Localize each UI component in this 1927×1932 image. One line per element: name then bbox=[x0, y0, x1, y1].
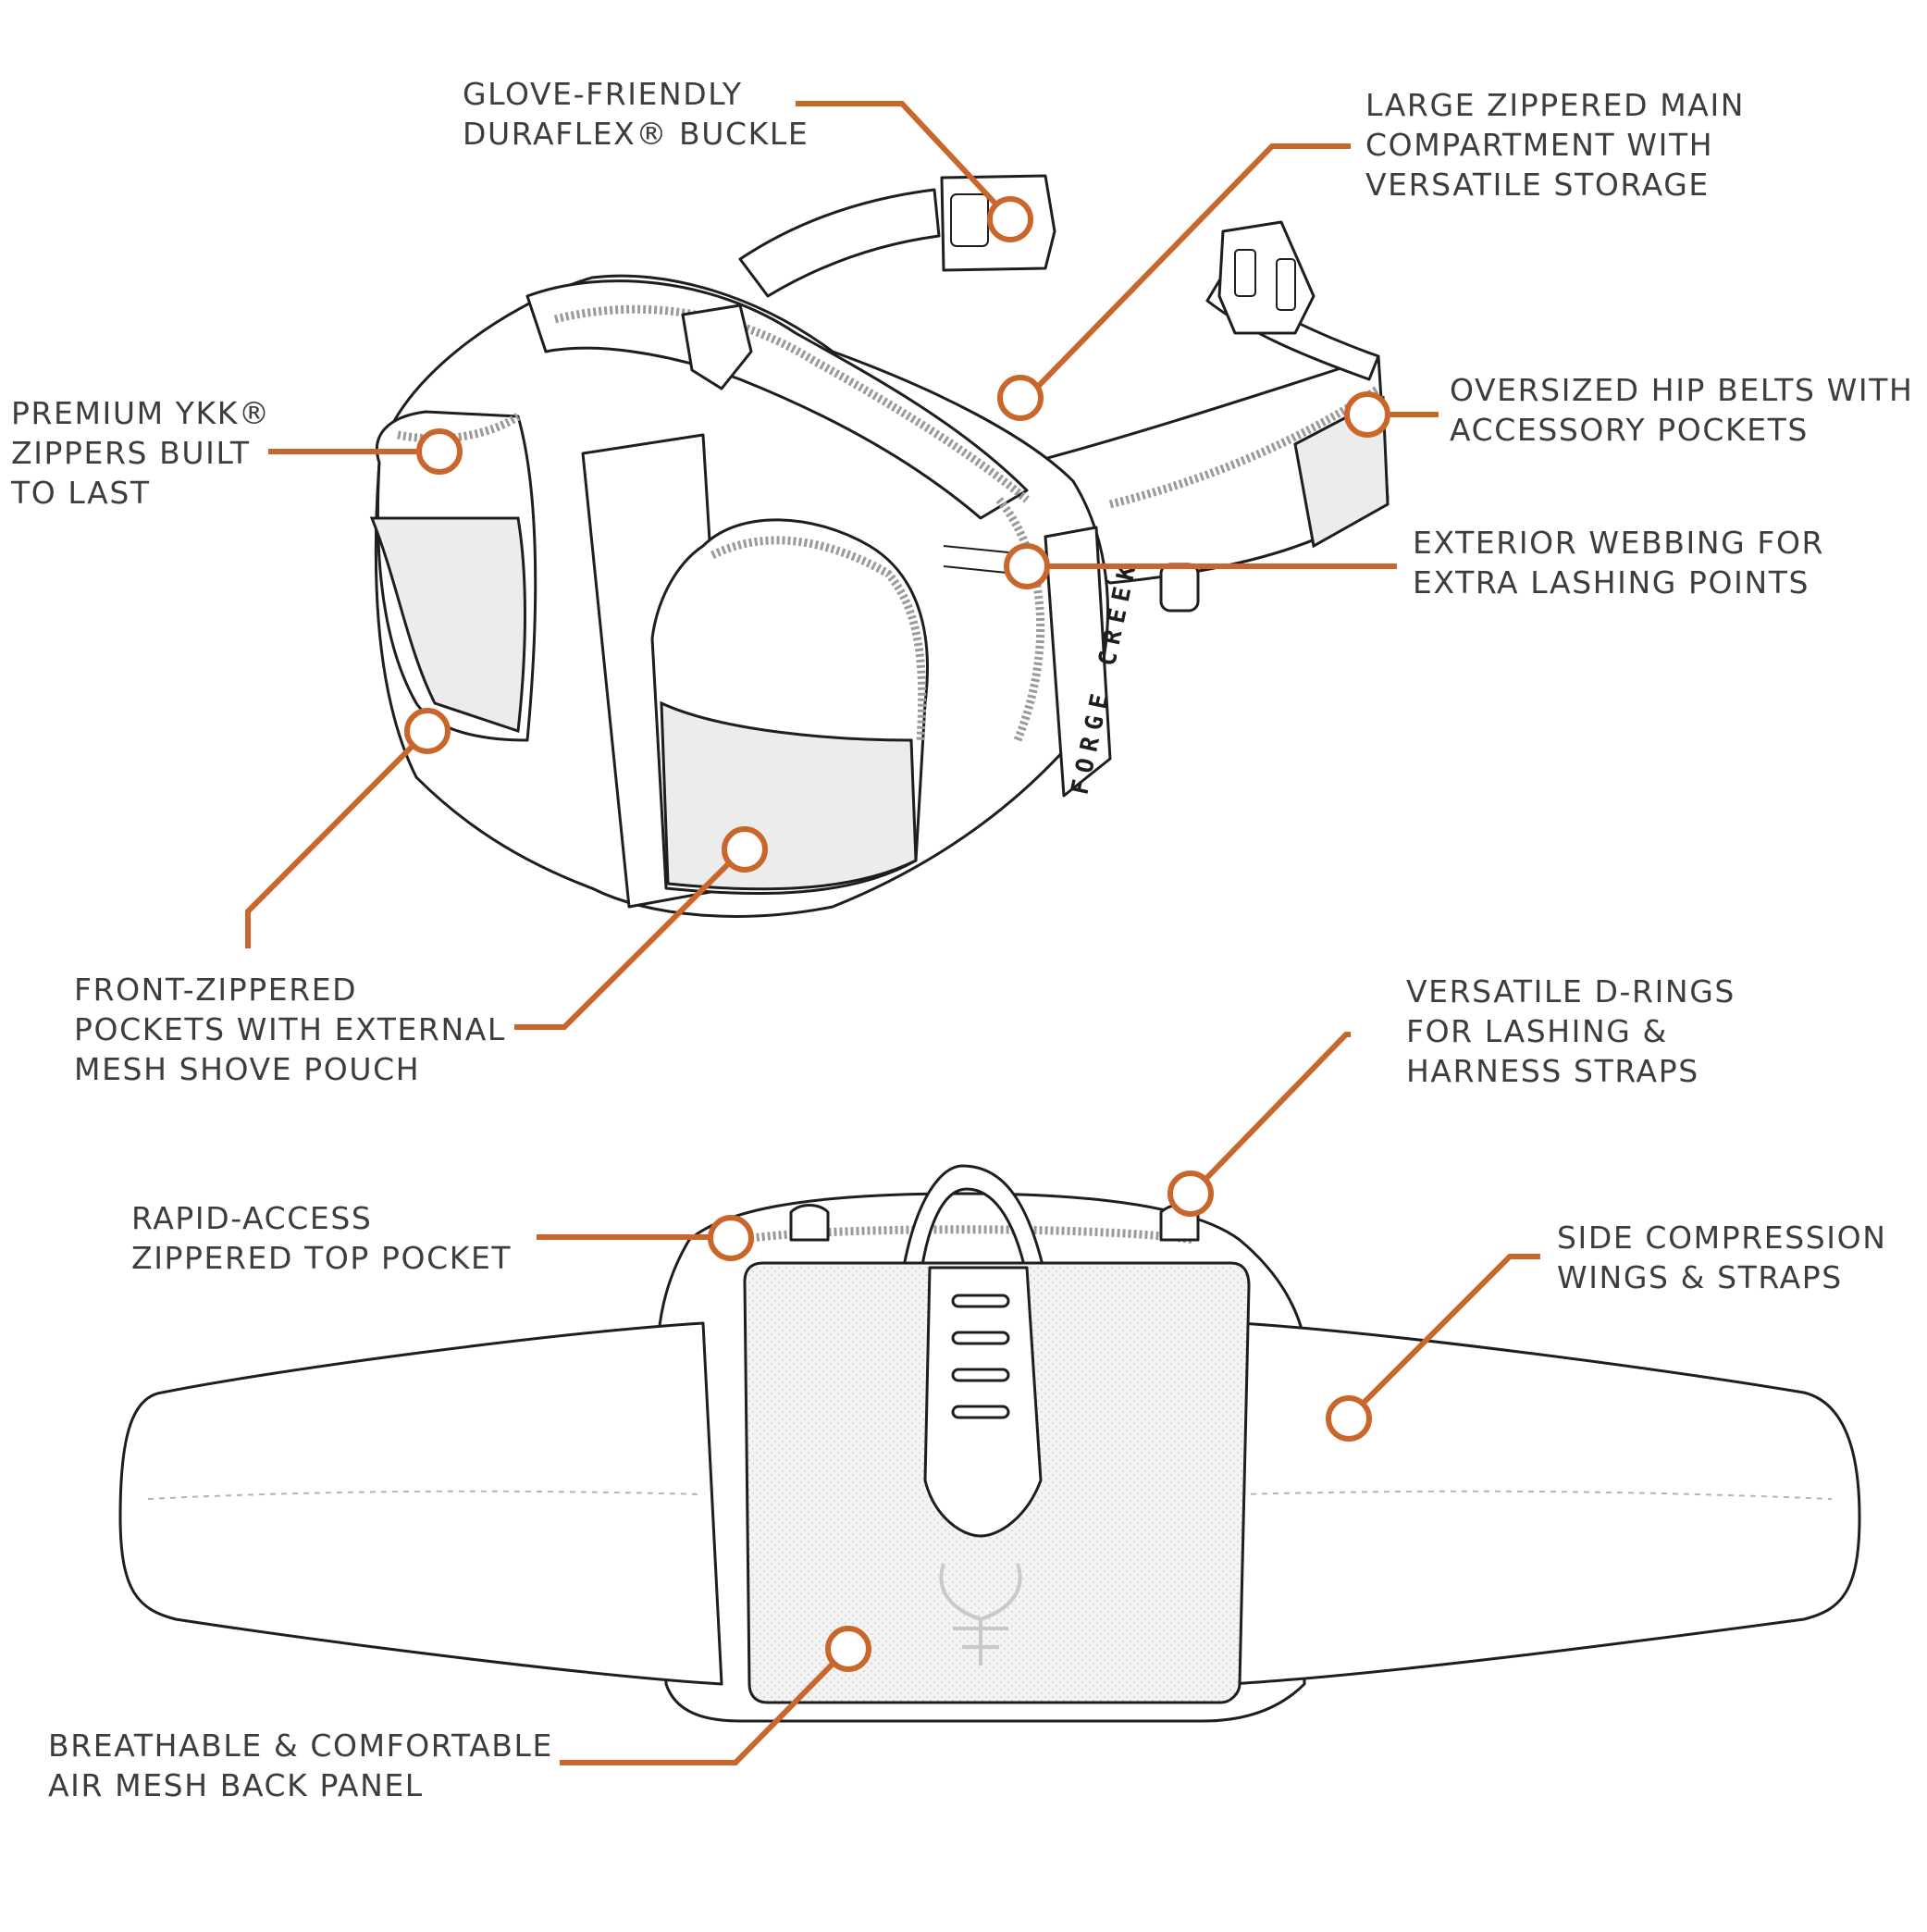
callout-line: ZIPPERED TOP POCKET bbox=[131, 1240, 513, 1276]
callout-line: FRONT-ZIPPERED bbox=[74, 972, 358, 1008]
callout-line: ACCESSORY POCKETS bbox=[1450, 412, 1809, 448]
marker-top-pocket bbox=[708, 1215, 754, 1261]
marker-compression-wings bbox=[1326, 1395, 1372, 1442]
callout-line: AIR MESH BACK PANEL bbox=[48, 1767, 424, 1803]
right-buckle-male bbox=[1217, 220, 1316, 335]
front-pocket-zipper bbox=[710, 536, 927, 741]
marker-zippers bbox=[416, 428, 463, 475]
callout-back-panel: BREATHABLE & COMFORTABLE AIR MESH BACK P… bbox=[48, 1726, 553, 1805]
callout-line: BREATHABLE & COMFORTABLE bbox=[48, 1728, 553, 1764]
callout-line: ZIPPERS BUILT bbox=[11, 435, 251, 471]
main-compartment-lid bbox=[525, 279, 1029, 520]
leader-d-rings bbox=[1191, 1032, 1351, 1195]
left-compression-wing bbox=[118, 1321, 723, 1686]
leader-back-panel bbox=[560, 1647, 849, 1765]
callout-line: FOR LASHING & bbox=[1406, 1013, 1668, 1049]
callout-webbing: EXTERIOR WEBBING FOR EXTRA LASHING POINT… bbox=[1413, 523, 1824, 602]
callout-line: LARGE ZIPPERED MAIN bbox=[1365, 87, 1746, 123]
callout-d-rings: VERSATILE D-RINGS FOR LASHING & HARNESS … bbox=[1406, 972, 1736, 1091]
side-zipper bbox=[995, 497, 1045, 742]
callout-top-pocket: RAPID-ACCESS ZIPPERED TOP POCKET bbox=[131, 1198, 512, 1278]
marker-buckle bbox=[987, 196, 1033, 242]
left-strap bbox=[738, 188, 941, 298]
logo-shield-icon bbox=[681, 303, 753, 390]
marker-webbing bbox=[1004, 543, 1050, 589]
left-d-ring-icon bbox=[789, 1204, 830, 1242]
strap-slot bbox=[951, 1368, 1010, 1382]
marker-d-rings bbox=[1167, 1170, 1214, 1217]
buckle-slot bbox=[1276, 258, 1296, 311]
pack-front-view: FORGE CREEK bbox=[369, 174, 1390, 918]
leader-lines bbox=[245, 101, 1540, 1765]
callout-line: DURAFLEX® BUCKLE bbox=[463, 116, 809, 152]
leader-left-pocket bbox=[245, 728, 430, 948]
callout-line: RAPID-ACCESS bbox=[131, 1200, 373, 1236]
callout-line: WINGS & STRAPS bbox=[1557, 1259, 1843, 1295]
callout-line: HARNESS STRAPS bbox=[1406, 1053, 1699, 1089]
marker-left-pocket bbox=[404, 708, 451, 754]
callout-main-compartment: LARGE ZIPPERED MAIN COMPARTMENT WITH VER… bbox=[1365, 85, 1745, 204]
callout-line: SIDE COMPRESSION bbox=[1557, 1220, 1887, 1256]
webbing-buckle bbox=[1159, 563, 1200, 613]
callout-line: MESH SHOVE POUCH bbox=[74, 1051, 421, 1087]
left-mesh-pouch bbox=[369, 516, 526, 734]
callout-line: GLOVE-FRIENDLY bbox=[463, 76, 743, 112]
callout-line: TO LAST bbox=[11, 475, 151, 511]
leader-main-compartment bbox=[1024, 143, 1351, 401]
marker-hip-belts bbox=[1344, 391, 1390, 438]
main-zipper bbox=[553, 304, 1030, 503]
emboss-logo-icon bbox=[939, 1563, 1022, 1666]
callout-line: VERSATILE D-RINGS bbox=[1406, 973, 1736, 1009]
top-pocket-zipper bbox=[739, 1225, 1194, 1245]
leader-front-pocket bbox=[514, 847, 746, 1030]
leader-compression-wings bbox=[1348, 1254, 1540, 1418]
marker-front-pocket bbox=[722, 826, 768, 873]
hip-belt-zipper bbox=[1108, 385, 1381, 509]
strap-slot bbox=[951, 1331, 1010, 1345]
left-pocket-zipper bbox=[397, 413, 521, 443]
callout-hip-belts: OVERSIZED HIP BELTS WITH ACCESSORY POCKE… bbox=[1450, 370, 1913, 450]
callout-front-pockets: FRONT-ZIPPERED POCKETS WITH EXTERNAL MES… bbox=[74, 970, 506, 1089]
brand-webbing bbox=[1044, 526, 1112, 798]
wing-stitching bbox=[147, 1490, 704, 1500]
marker-back-panel bbox=[825, 1626, 871, 1672]
callout-line: VERSATILE STORAGE bbox=[1365, 167, 1710, 203]
leader-buckle bbox=[796, 101, 1011, 220]
strap-slot bbox=[951, 1405, 1010, 1419]
strap-slot bbox=[951, 1294, 1010, 1308]
callout-buckle: GLOVE-FRIENDLY DURAFLEX® BUCKLE bbox=[463, 74, 809, 154]
wing-stitching bbox=[1239, 1490, 1833, 1500]
marker-main-compartment bbox=[997, 375, 1044, 421]
callout-line: EXTRA LASHING POINTS bbox=[1413, 564, 1810, 601]
callout-line: EXTERIOR WEBBING FOR bbox=[1413, 525, 1825, 561]
callout-compression-wings: SIDE COMPRESSION WINGS & STRAPS bbox=[1557, 1218, 1887, 1297]
right-compression-wing bbox=[1229, 1321, 1861, 1686]
callout-line: POCKETS WITH EXTERNAL bbox=[74, 1011, 506, 1047]
callout-line: PREMIUM YKK® bbox=[11, 395, 271, 431]
callout-zippers: PREMIUM YKK® ZIPPERS BUILT TO LAST bbox=[11, 393, 271, 513]
callout-line: OVERSIZED HIP BELTS WITH bbox=[1450, 372, 1914, 408]
pack-back-view bbox=[118, 1164, 1861, 1723]
buckle-slot bbox=[1234, 249, 1256, 297]
callout-line: COMPARTMENT WITH bbox=[1365, 127, 1714, 163]
